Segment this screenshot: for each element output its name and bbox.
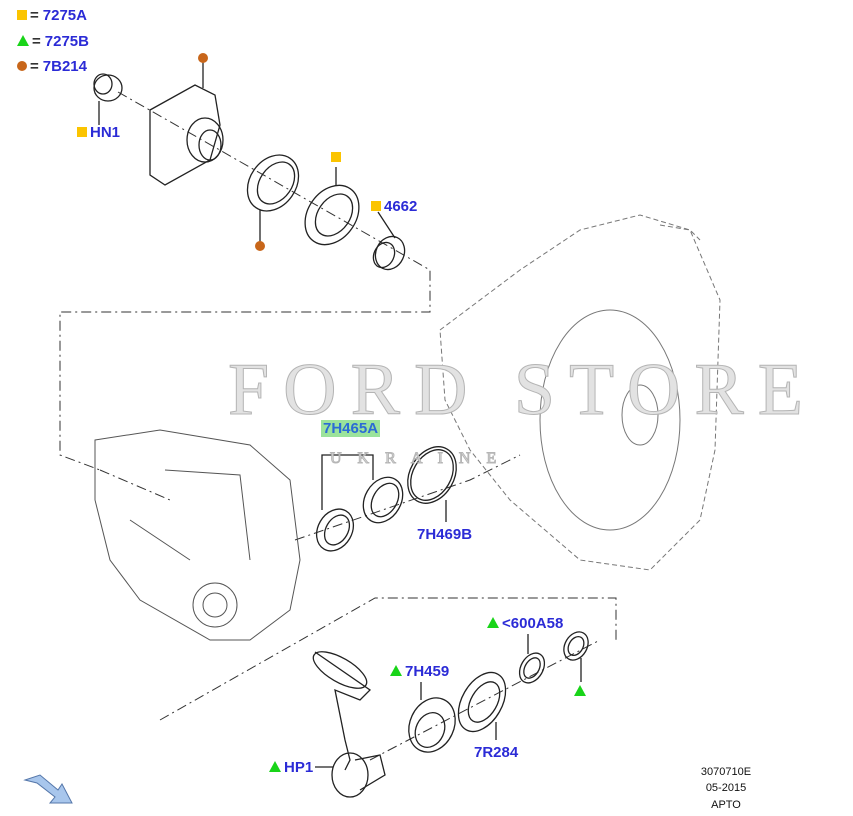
part-transfer-case[interactable]	[94, 429, 301, 641]
callout-7r284[interactable]: 7R284	[474, 744, 519, 761]
part-bearing[interactable]	[294, 167, 370, 255]
marker-7275b-triangle	[574, 685, 586, 696]
watermark-title: FORD STORE	[228, 349, 817, 432]
callout-7h459[interactable]: 7H459	[390, 664, 449, 680]
part-flange[interactable]	[149, 62, 224, 186]
callout-7h469b[interactable]: 7H469B	[417, 526, 473, 543]
square-icon	[371, 201, 381, 211]
callout-4662[interactable]: 4662	[371, 199, 417, 215]
triangle-icon	[390, 665, 402, 676]
part-7h469b-ring[interactable]	[398, 438, 466, 522]
legend-part[interactable]: 7B214	[42, 58, 87, 75]
callout-hn1[interactable]: HN1	[77, 125, 120, 141]
legend-part[interactable]: 7275A	[42, 7, 87, 24]
marker-7275a-square	[331, 152, 341, 162]
watermark-subtitle: U K R A I N E	[329, 450, 503, 468]
legend-item-7275a: =7275A	[17, 8, 87, 24]
part-end-seal[interactable]	[559, 628, 593, 682]
part-hn1-cap[interactable]	[93, 73, 123, 125]
callout-hp1[interactable]: HP1	[269, 760, 313, 776]
square-icon	[77, 127, 87, 137]
legend-item-7b214: =7B214	[17, 59, 87, 75]
marker-7b214-circle	[255, 241, 265, 251]
diagram-date: 05-2015	[705, 782, 747, 794]
part-4662-ring[interactable]	[369, 211, 409, 274]
circle-icon	[17, 61, 27, 71]
triangle-icon	[17, 35, 29, 46]
part-7h459-shield[interactable]	[400, 682, 464, 760]
marker-7b214-circle	[198, 53, 208, 63]
part-hp1-bracket[interactable]	[308, 645, 386, 798]
diagram-variant: APTO	[711, 799, 741, 811]
part-transmission-housing	[439, 214, 721, 571]
legend-item-7275b: =7275B	[17, 34, 89, 50]
triangle-icon	[487, 617, 499, 628]
part-7h465a-shims[interactable]	[309, 454, 410, 558]
callout-600a58[interactable]: <600A58	[487, 616, 563, 632]
callout-7h465a[interactable]: 7H465A	[321, 420, 381, 437]
legend-part[interactable]: 7275B	[44, 33, 89, 50]
nav-arrow-icon[interactable]	[23, 774, 73, 804]
triangle-icon	[269, 761, 281, 772]
part-600a58-seal[interactable]	[514, 634, 549, 687]
part-seal[interactable]	[237, 145, 309, 243]
square-icon	[17, 10, 27, 20]
diagram-code: 3070710E	[700, 766, 752, 778]
part-7r284-seal[interactable]	[449, 664, 516, 740]
